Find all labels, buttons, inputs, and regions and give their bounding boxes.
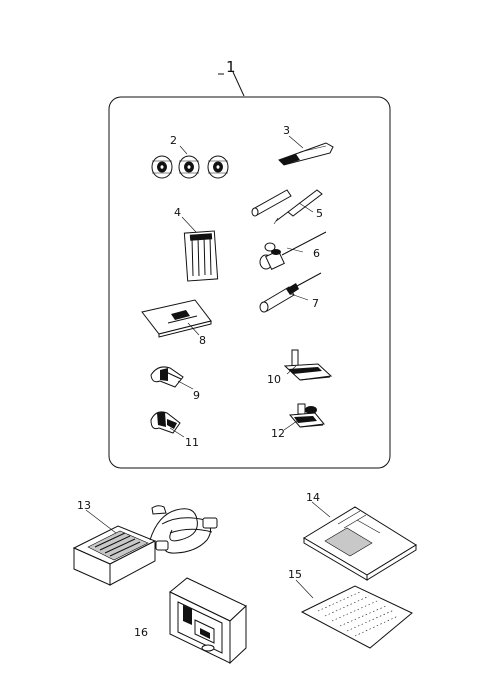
callout-7: 7 — [312, 297, 319, 310]
callout-4: 4 — [174, 206, 181, 219]
callout-3: 3 — [283, 124, 290, 137]
foot-controller-icon: 13 — [72, 499, 218, 586]
callout-5: 5 — [316, 207, 323, 220]
buttonhole-foot-icon: 12 — [271, 403, 325, 440]
group-callout: 1 — [218, 58, 245, 97]
callout-8: 8 — [199, 334, 206, 347]
accessory-kit-frame — [108, 96, 391, 469]
needle-pack-icon: 4 — [174, 206, 219, 282]
screwdriver-icon: 7 — [259, 272, 322, 313]
callout-10: 10 — [267, 373, 281, 386]
bobbins-icon: 2 — [151, 134, 229, 179]
darning-plate-icon: 8 — [141, 299, 212, 347]
lint-brush-icon: 3 — [278, 124, 334, 166]
screwdriver-small-icon: 6 — [259, 231, 327, 270]
callout-6: 6 — [313, 247, 320, 260]
callout-11: 11 — [185, 436, 199, 449]
warranty-card-icon: 15 — [288, 568, 413, 649]
callout-15: 15 — [288, 568, 302, 581]
group-label-1: 1 — [226, 58, 236, 76]
seam-ripper-icon: 5 — [251, 189, 323, 225]
hemmer-foot-icon: 11 — [150, 411, 199, 449]
callout-9: 9 — [193, 389, 200, 402]
presser-foot-icon: 9 — [150, 366, 200, 402]
accessory-box-icon: 16 — [134, 577, 247, 665]
callout-12: 12 — [271, 427, 285, 440]
callout-14: 14 — [306, 491, 320, 504]
callout-2: 2 — [170, 134, 177, 147]
callout-13: 13 — [77, 499, 91, 512]
callout-16: 16 — [134, 626, 148, 639]
zipper-foot-icon: 10 — [267, 349, 333, 386]
instruction-book-icon: 14 — [303, 491, 417, 581]
